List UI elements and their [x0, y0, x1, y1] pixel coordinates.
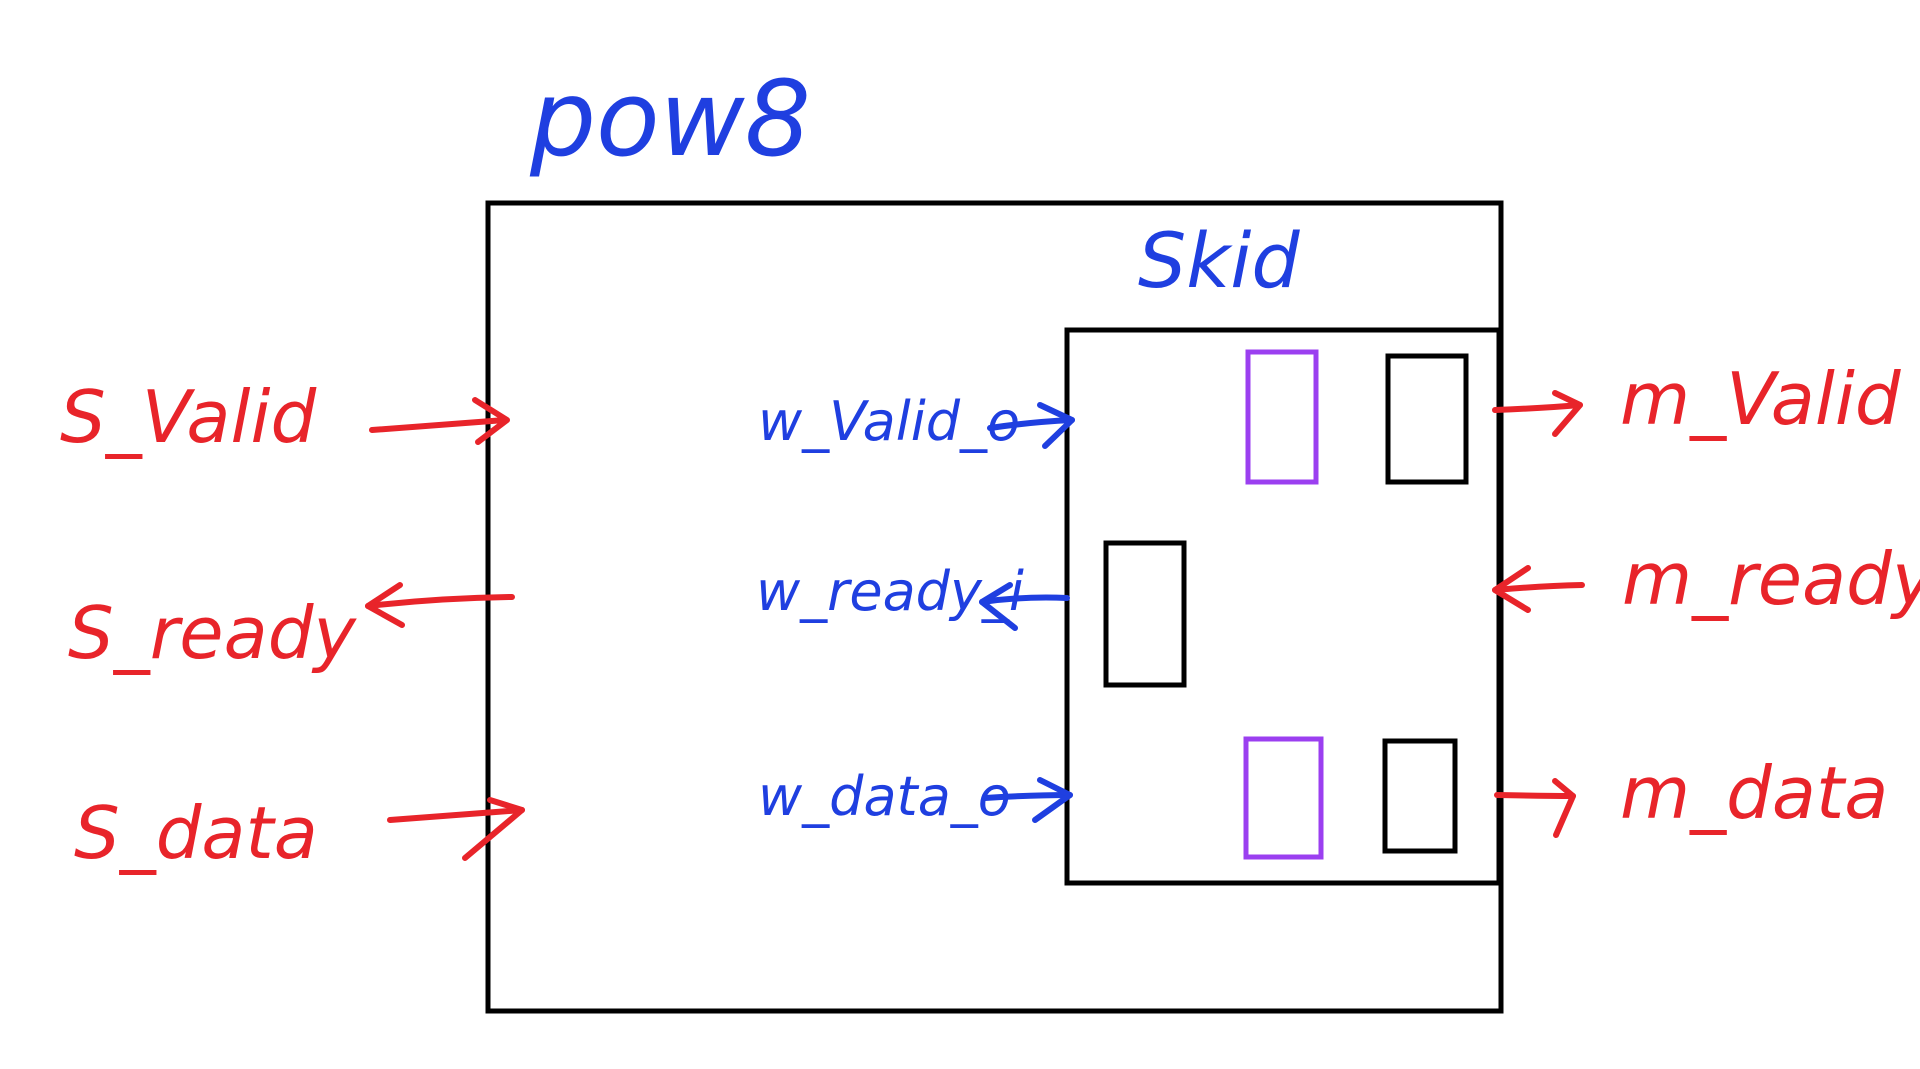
submodule-title: Skid	[1138, 216, 1300, 305]
m-valid-label: m_Valid	[1620, 357, 1902, 441]
m-data-label: m_data	[1620, 751, 1888, 835]
w-valid-o-arrow	[987, 402, 1075, 449]
valid-register-black	[1385, 353, 1469, 485]
module-title: pow8	[529, 58, 811, 180]
m-ready-arrow	[1492, 565, 1585, 613]
s-valid-arrow	[369, 397, 510, 445]
w-ready-i-label: w_ready_i	[756, 560, 1024, 623]
w-valid-o-label: w_Valid_o	[758, 390, 1020, 453]
s-data-label: S_data	[74, 791, 318, 875]
m-valid-arrow	[1492, 390, 1583, 437]
s-ready-arrow	[365, 582, 515, 628]
ready-register-black	[1103, 540, 1187, 688]
w-data-o-arrow	[982, 777, 1073, 823]
s-valid-label: S_Valid	[60, 375, 317, 459]
s-ready-label: S_ready	[68, 591, 357, 675]
skid-submodule-box	[1064, 327, 1502, 886]
data-register-purple	[1243, 736, 1324, 860]
w-ready-i-arrow	[979, 582, 1070, 631]
w-data-o-label: w_data_o	[758, 765, 1011, 828]
data-register-black	[1382, 738, 1458, 854]
valid-register-purple	[1245, 349, 1319, 485]
m-data-arrow	[1494, 778, 1576, 838]
s-data-arrow	[387, 797, 525, 861]
m-ready-label: m_ready	[1622, 537, 1920, 621]
